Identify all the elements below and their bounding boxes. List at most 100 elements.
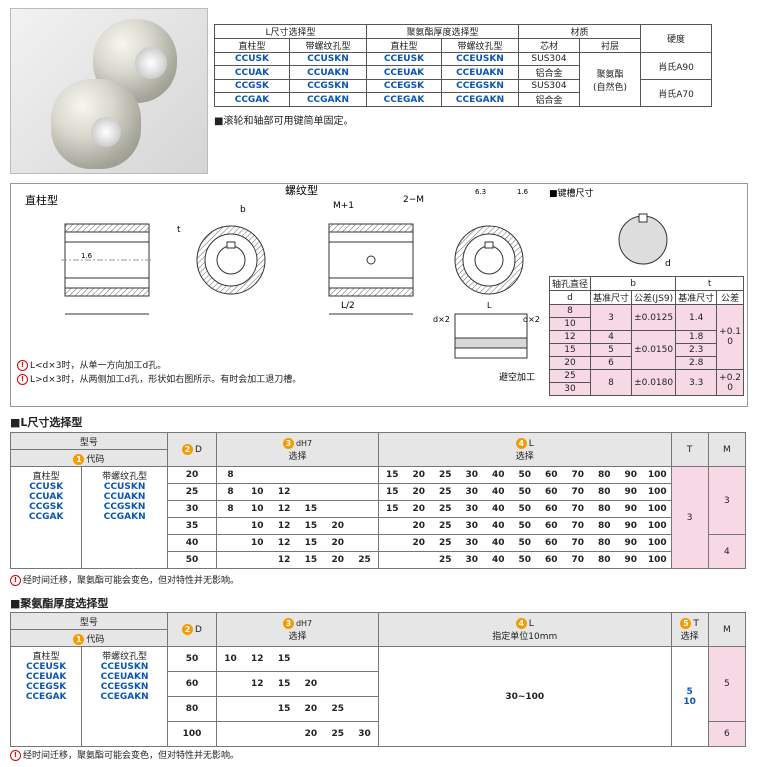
key-hb: b [590, 276, 677, 291]
l-value: 30 [465, 504, 478, 514]
dh7-value [217, 555, 244, 565]
dim-b: b [240, 205, 246, 215]
header-l-select: L尺寸选择型 [214, 24, 367, 39]
dim-half-l: L/2 [341, 301, 355, 311]
key-htol: 公差(JS9) [631, 290, 677, 305]
material-table: L尺寸选择型 聚氨酯厚度选择型 材质 硬度 直柱型 带螺纹孔型 直柱型 带螺纹孔… [214, 24, 712, 107]
header-straight-2: 直柱型 [366, 38, 442, 53]
code-cell: CCGAK [28, 512, 64, 522]
l-value: 100 [647, 555, 667, 565]
l-value: 50 [518, 504, 531, 514]
d-cell: 80 [167, 696, 218, 722]
header-pu-select: 聚氨酯厚度选择型 [366, 24, 519, 39]
rough-6-3: 6.3 [475, 188, 486, 196]
l-value: 25 [438, 470, 452, 480]
dh7-value: 8 [227, 504, 234, 514]
dh7-value: 10 [251, 521, 264, 531]
l-value: 40 [491, 521, 505, 531]
dh7-value [324, 470, 351, 480]
key-d: 20 [548, 356, 592, 370]
thread-label: 螺纹型 [285, 184, 318, 197]
dh7-value: 20 [331, 521, 345, 531]
section-1-title: ■L尺寸选择型 [10, 416, 83, 429]
dh7-value: 12 [277, 555, 291, 565]
code-cell: CCEUAKN [441, 65, 519, 80]
straight-label: 直柱型 [25, 193, 58, 207]
straight-header: 直柱型 [32, 472, 60, 482]
code-cell: CCUSKN [289, 52, 367, 66]
l-value: 90 [624, 555, 637, 565]
dh7-value [217, 521, 244, 531]
l-value: 25 [438, 504, 452, 514]
key-b: 8 [590, 369, 633, 396]
core-cell: SUS304 [518, 79, 580, 93]
l-value: 100 [647, 521, 667, 531]
dh7-value [324, 487, 351, 497]
l-value: 40 [491, 555, 505, 565]
l-value: 25 [438, 538, 452, 548]
code-cell: CCEUAKN [100, 672, 149, 682]
key-hbase: 基准尺寸 [590, 290, 633, 305]
code-cell: CCEGAKN [100, 692, 149, 702]
code-cell: CCGAKN [103, 512, 146, 522]
dh7-value: 12 [251, 679, 264, 689]
code-cell: CCGAK [214, 92, 290, 107]
liner-cell: 聚氨酯 (自然色) [579, 52, 641, 107]
header-material: 材质 [518, 24, 641, 39]
t-values: 5 10 [671, 646, 709, 747]
dh7-value: 10 [224, 654, 237, 664]
dh7-value [271, 729, 298, 739]
l-value: 70 [571, 538, 584, 548]
dh7-value [217, 538, 244, 548]
l-value [379, 538, 406, 548]
l-value: 30 [465, 555, 478, 565]
d-cell: 50 [167, 551, 218, 569]
l-value: 90 [624, 470, 637, 480]
key-t: 3.3 [675, 369, 718, 396]
l-value: 30 [465, 470, 478, 480]
key-ttol: +0.1 0 [716, 304, 745, 370]
key-t: 2.3 [675, 343, 718, 357]
l-value: 70 [571, 555, 584, 565]
l-value [405, 555, 432, 565]
code-cell: CCGSKN [289, 79, 367, 93]
l-value: 60 [544, 470, 558, 480]
dh7-value [351, 654, 378, 664]
m-value: 6 [708, 721, 747, 747]
dh7-value [298, 487, 325, 497]
code-cell: CCUAK [214, 65, 290, 80]
key-hd: d [548, 290, 592, 305]
dh7-cell: 8 [216, 466, 379, 484]
dh7-value [324, 504, 351, 514]
code-cell: CCUSKN [103, 482, 146, 492]
l-value: 100 [647, 504, 667, 514]
l-value: 80 [597, 470, 611, 480]
code-cell: CCEGSKN [441, 79, 519, 93]
dh7-value: 30 [358, 729, 371, 739]
key-t: 1.8 [675, 330, 718, 344]
l-value [379, 555, 406, 565]
l-value: 70 [571, 470, 584, 480]
dh7-value [217, 679, 244, 689]
l-value: 40 [491, 470, 505, 480]
dh7-value [351, 521, 378, 531]
dh7-value: 12 [251, 654, 264, 664]
key-btol: ±0.0180 [631, 369, 677, 396]
m-value: 4 [708, 534, 747, 569]
dh7-value [324, 679, 351, 689]
key-d: 12 [548, 330, 592, 344]
dh7-value [351, 470, 378, 480]
dh7-value: 20 [304, 679, 318, 689]
